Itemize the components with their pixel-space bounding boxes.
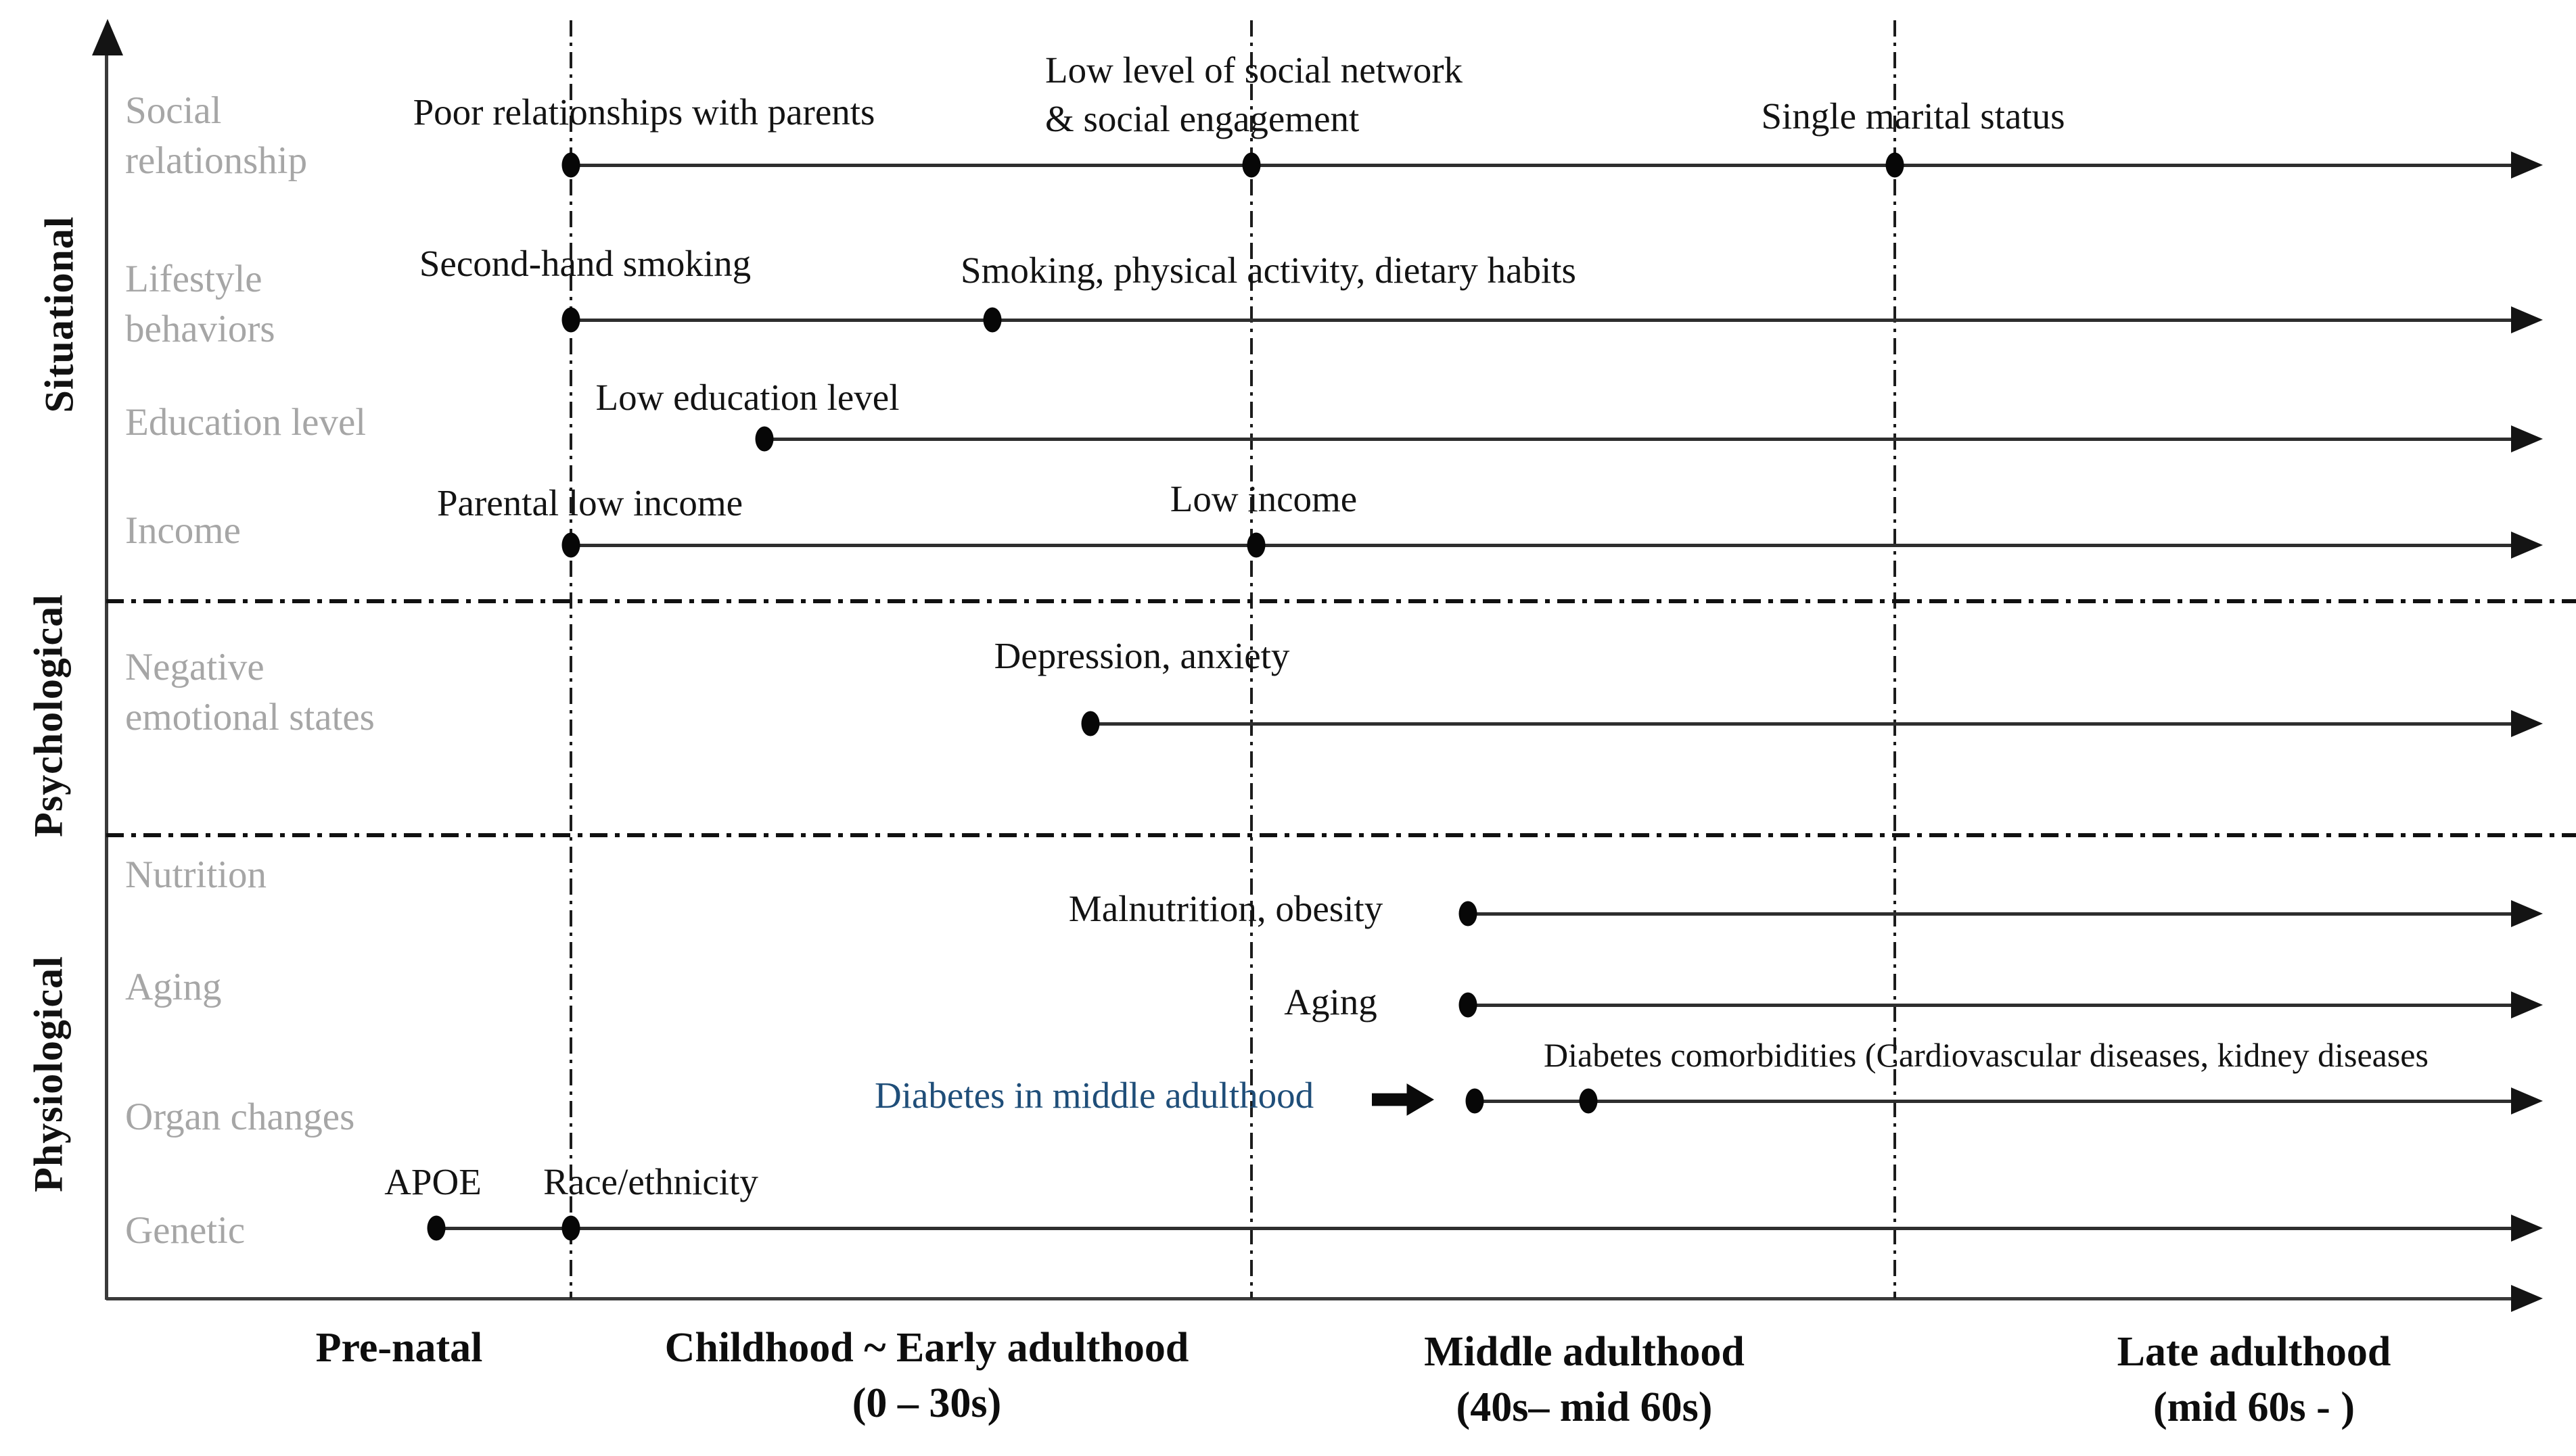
x-axis-arrow-icon [2511, 1285, 2543, 1312]
event-dot [1081, 711, 1100, 736]
event-label-poor-relationships: Poor relationships with parents [413, 91, 875, 133]
row-label-nutrition: Nutrition [125, 853, 267, 896]
separator-psychological-physiological [106, 833, 2576, 837]
row-label-organ-changes: Organ changes [125, 1096, 355, 1138]
stage-divider-middle-late [1893, 20, 1896, 1298]
event-dot [1465, 1088, 1484, 1114]
timeline-lifestyle-behaviors [571, 319, 2511, 322]
event-label-low-education: Low education level [595, 377, 900, 418]
stage-line2: (0 – 30s) [852, 1380, 1002, 1426]
stage-divider-early-middle [1250, 20, 1253, 1298]
y-axis-line [105, 39, 108, 1300]
stage-divider-prenatal-childhood [570, 20, 572, 1298]
timeline-nutrition [1468, 912, 2511, 916]
arrowhead-icon [2511, 306, 2543, 333]
section-label-psychological: Psychological [26, 594, 71, 837]
event-dot [755, 426, 774, 452]
event-dot [1458, 992, 1477, 1018]
arrowhead-icon [2511, 151, 2543, 179]
stage-label-prenatal: Pre-natal [316, 1320, 483, 1376]
event-dot [1247, 532, 1266, 558]
event-label-diabetes-comorbidities: Diabetes comorbidities (Cardiovascular d… [1544, 1036, 2429, 1074]
arrowhead-icon [2511, 900, 2543, 927]
event-dot [561, 1215, 580, 1241]
timeline-income [571, 544, 2511, 547]
timeline-aging [1468, 1004, 2511, 1007]
arrowhead-icon [2511, 1215, 2543, 1242]
event-label-low-social-network: Low level of social network & social eng… [1045, 49, 1463, 139]
event-label-low-income: Low income [1170, 478, 1358, 519]
event-label-smoking-activity-diet: Smoking, physical activity, dietary habi… [961, 250, 1576, 291]
event-dot [1458, 901, 1477, 926]
x-axis-line [106, 1297, 2512, 1300]
event-label-race-ethnicity: Race/ethnicity [543, 1161, 758, 1202]
stage-label-childhood-early-adulthood: Childhood ~ Early adulthood (0 – 30s) [665, 1320, 1189, 1431]
arrowhead-icon [2511, 991, 2543, 1018]
timeline-organ-changes [1475, 1100, 2511, 1103]
event-dot [561, 307, 580, 333]
bold-right-arrow-icon [1372, 1083, 1434, 1116]
row-label-social-relationship: Social relationship [125, 89, 308, 182]
event-dot [427, 1215, 446, 1241]
separator-situational-psychological [106, 599, 2576, 603]
stage-line1: Late adulthood [2117, 1329, 2391, 1375]
arrowhead-icon [2511, 1087, 2543, 1114]
arrowhead-icon [2511, 532, 2543, 559]
section-label-physiological: Physiological [26, 956, 71, 1192]
stage-label-late-adulthood: Late adulthood (mid 60s - ) [2117, 1324, 2391, 1435]
event-dot [1579, 1088, 1598, 1114]
row-label-genetic: Genetic [125, 1209, 246, 1252]
row-label-aging: Aging [125, 966, 222, 1008]
event-label-depression-anxiety: Depression, anxiety [994, 635, 1290, 676]
event-dot [1885, 152, 1904, 178]
event-dot [561, 532, 580, 558]
event-dot [983, 307, 1002, 333]
row-label-negative-emotional-states: Negative emotional states [125, 646, 375, 738]
y-axis-arrow-icon [92, 19, 123, 55]
section-label-situational: Situational [37, 216, 82, 413]
stage-line1: Pre-natal [315, 1325, 483, 1371]
event-label-apoe: APOE [384, 1161, 482, 1202]
event-label-parental-low-income: Parental low income [436, 482, 743, 523]
stage-line1: Childhood ~ Early adulthood [664, 1325, 1189, 1371]
stage-line2: (40s– mid 60s) [1456, 1384, 1713, 1430]
row-label-education-level: Education level [125, 401, 367, 444]
timeline-social-relationship [571, 164, 2511, 167]
event-label-second-hand-smoking: Second-hand smoking [419, 243, 752, 284]
stage-line1: Middle adulthood [1424, 1329, 1745, 1375]
stage-line2: (mid 60s - ) [2153, 1384, 2355, 1430]
timeline-negative-emotional-states [1090, 722, 2511, 726]
event-dot [1242, 152, 1261, 178]
timeline-genetic [436, 1227, 2511, 1230]
row-label-income: Income [125, 509, 241, 552]
event-label-single-marital-status: Single marital status [1761, 95, 2065, 137]
arrowhead-icon [2511, 425, 2543, 452]
row-label-lifestyle-behaviors: Lifestyle behaviors [125, 258, 275, 350]
stage-label-middle-adulthood: Middle adulthood (40s– mid 60s) [1424, 1324, 1745, 1435]
event-label-malnutrition-obesity: Malnutrition, obesity [1068, 888, 1383, 929]
event-label-diabetes-middle-adulthood: Diabetes in middle adulthood [875, 1075, 1314, 1116]
event-dot [561, 152, 580, 178]
arrowhead-icon [2511, 710, 2543, 737]
event-label-aging: Aging [1284, 981, 1377, 1023]
timeline-education-level [764, 438, 2511, 441]
